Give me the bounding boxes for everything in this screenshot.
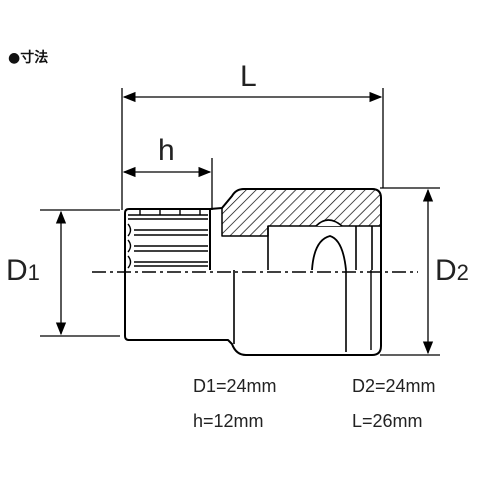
serration-lines xyxy=(127,209,208,269)
extension-lines xyxy=(40,88,440,356)
spec-h: h=12mm xyxy=(193,411,264,431)
section-title: ●寸法 xyxy=(8,47,48,67)
D1-label-sub: 1 xyxy=(27,260,40,285)
dimension-lines xyxy=(55,91,434,355)
D2-label-main: D xyxy=(435,254,457,287)
D2-label-sub: 2 xyxy=(456,260,469,285)
h-label: h xyxy=(158,134,175,167)
D1-label-main: D xyxy=(6,254,28,287)
spec-D1: D1=24mm xyxy=(193,376,277,396)
bullet-icon: ● xyxy=(8,50,21,66)
L-label: L xyxy=(240,60,257,93)
socket-body xyxy=(124,188,382,356)
D1-label: D1 xyxy=(6,254,40,288)
D2-label: D2 xyxy=(435,254,469,288)
section-title-text: 寸法 xyxy=(20,50,49,66)
spec-D2: D2=24mm xyxy=(352,376,436,396)
spec-L: L=26mm xyxy=(352,411,423,431)
